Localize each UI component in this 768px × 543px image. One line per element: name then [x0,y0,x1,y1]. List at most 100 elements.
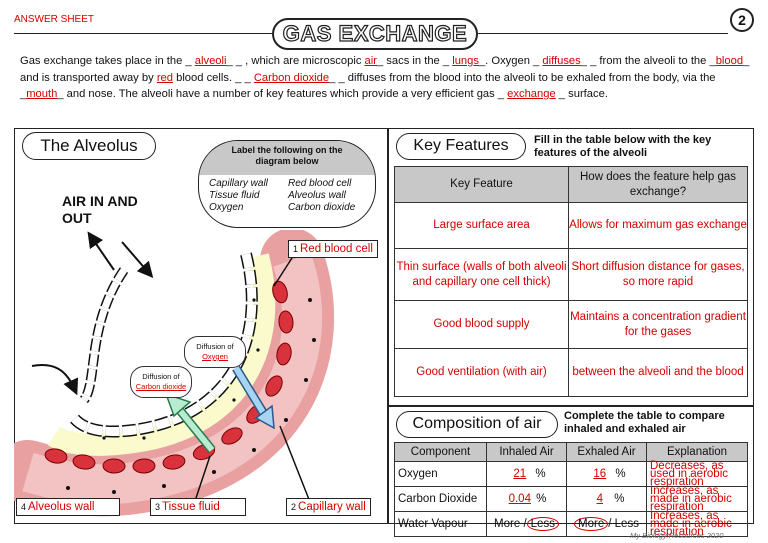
diffusion-oxygen-gas: Oxygen [202,352,228,361]
exhaled-cell: 16 % [566,461,647,487]
answer-blank: exchange [507,88,556,100]
title-rule-left [14,33,272,34]
alveolus-diagram [14,230,335,517]
option-red-blood-cell: Red blood cell [288,178,352,189]
answer-blank: diffuses [542,55,581,67]
exhaled-cell: 4 % [566,486,647,512]
feature-cell: Thin surface (walls of both alveoli and … [394,248,569,301]
alveolus-wall-arrow-icon [31,364,79,396]
answer-blank: alveoli [194,55,227,67]
intro-text: _ and nose. The alveoli have a number of… [57,88,508,100]
header-component: Component [394,442,487,462]
intro-text: _ _ diffuses from the blood into the alv… [20,71,716,101]
intro-text: _ and is transported away by [20,55,750,84]
header-how-helps: How does the feature help gas exchange? [568,166,748,203]
label-number: 2 [291,502,297,512]
answer-blank: mouth [26,88,58,100]
diffusion-co2-prefix: Diffusion of [142,372,180,381]
intro-text: _ sacs in the _ [376,55,453,67]
label-answer: Tissue fluid [162,501,220,513]
answer-blank: Carbon dioxide [253,71,330,84]
header-key-feature: Key Feature [394,166,569,203]
red-blood-cells [44,280,294,474]
table-row: Good ventilation (with air) between the … [394,348,748,397]
label-options-heading: Label the following on the diagram below [199,141,375,175]
tissue-pointer-line [193,455,211,505]
option-less: Less [614,518,639,530]
diffusion-co2-arrow-icon [164,392,216,453]
unit: % [614,493,625,505]
feature-cell: Large surface area [394,202,569,249]
capillary-inner [22,253,323,505]
intro-text: Gas exchange takes place in the _ [20,55,195,67]
intro-text: blood cells. _ _ [172,71,254,84]
diffusion-oxygen-prefix: Diffusion of [196,342,234,351]
answer-blank: air [364,55,377,67]
header-inhaled: Inhaled Air [486,442,567,462]
exhaled-cell: More/ Less [566,511,647,537]
alveolus-left-wall-cells [81,268,127,403]
explanation-cell: Decreases, as used in aerobic respiratio… [646,460,748,488]
unit: % [536,493,547,505]
answer-blank: red [156,71,173,84]
exhaled-value: 16 [593,468,607,480]
inhaled-cell: 0.04 % [486,486,567,512]
option-alveolus-wall: Alveolus wall [288,190,346,201]
option-carbon-dioxide: Carbon dioxide [288,202,356,213]
alveolus-title: The Alveolus [22,132,156,160]
option-oxygen: Oxygen [209,202,244,213]
intro-text: _. Oxygen _ [478,55,543,67]
component-cell: Carbon Dioxide [394,486,487,512]
composition-title: Composition of air [396,411,558,438]
composition-instruction: Complete the table to compare inhaled an… [564,410,725,435]
slash: / [608,518,612,530]
table-header-row: Key Feature How does the feature help ga… [394,166,748,203]
label-options-box: Label the following on the diagram below… [198,140,376,228]
option-more: More [494,518,521,530]
header-exhaled: Exhaled Air [566,442,647,462]
answer-blank: lungs [452,55,479,67]
label-number: 4 [21,502,27,512]
explanation-cell: Increases, as made in aerobic respiratio… [646,510,748,538]
air-in-out-text: AIR IN AND OUT [62,193,138,226]
table-row: Oxygen 21 % 16 % Decreases, as used in a… [394,460,748,488]
inhaled-value: 21 [513,468,527,480]
label-options-list: Capillary wall Red blood cell Tissue flu… [199,175,375,214]
slash: / [523,518,527,530]
alveolus-panel [14,128,388,524]
air-out-arrow-icon [87,231,115,271]
component-cell: Water Vapour [394,511,487,537]
inhaled-cell: 21 % [486,461,567,487]
answer-blank: blood [715,55,744,67]
footer-credit: My Biology Resources 2020 [630,531,724,540]
table-row: Good blood supply Maintains a concentrat… [394,300,748,349]
option-tissue-fluid: Tissue fluid [209,190,260,201]
page-title: GAS EXCHANGE [272,18,478,50]
benefit-cell: Allows for maximum gas exchange [568,202,748,249]
label-answer: Alveolus wall [28,501,95,513]
intro-paragraph: Gas exchange takes place in the _ alveol… [20,53,750,103]
key-features-panel [388,128,754,406]
label-number: 3 [155,502,161,512]
benefit-cell: Maintains a concentration gradient for t… [568,300,748,349]
title-rule-right [478,33,728,34]
diffusion-co2-gas: Carbon dioxide [135,382,187,391]
inhaled-cell: More /Less [486,511,567,537]
benefit-cell: between the alveoli and the blood [568,348,748,397]
intro-text: _ surface. [555,88,608,100]
unit: % [615,468,626,480]
table-row: Carbon Dioxide 0.04 % 4 % Increases, as … [394,485,748,513]
diffusion-oxygen-callout: Diffusion of Oxygen [184,336,246,368]
table-row: Water Vapour More /Less More/ Less Incre… [394,510,748,538]
inhaled-value: 0.04 [508,493,531,505]
cell-nuclei [66,298,316,494]
air-in-arrow-icon [121,241,154,279]
benefit-cell: Short diffusion distance for gases, so m… [568,248,748,301]
table-header-row: Component Inhaled Air Exhaled Air Explan… [394,442,748,462]
diffusion-oxygen-arrow-icon [232,365,275,430]
header-explanation: Explanation [646,442,748,462]
diffusion-co2-callout: Diffusion of Carbon dioxide [130,366,192,398]
intro-text: _ _ from the alveoli to the _ [580,55,716,67]
